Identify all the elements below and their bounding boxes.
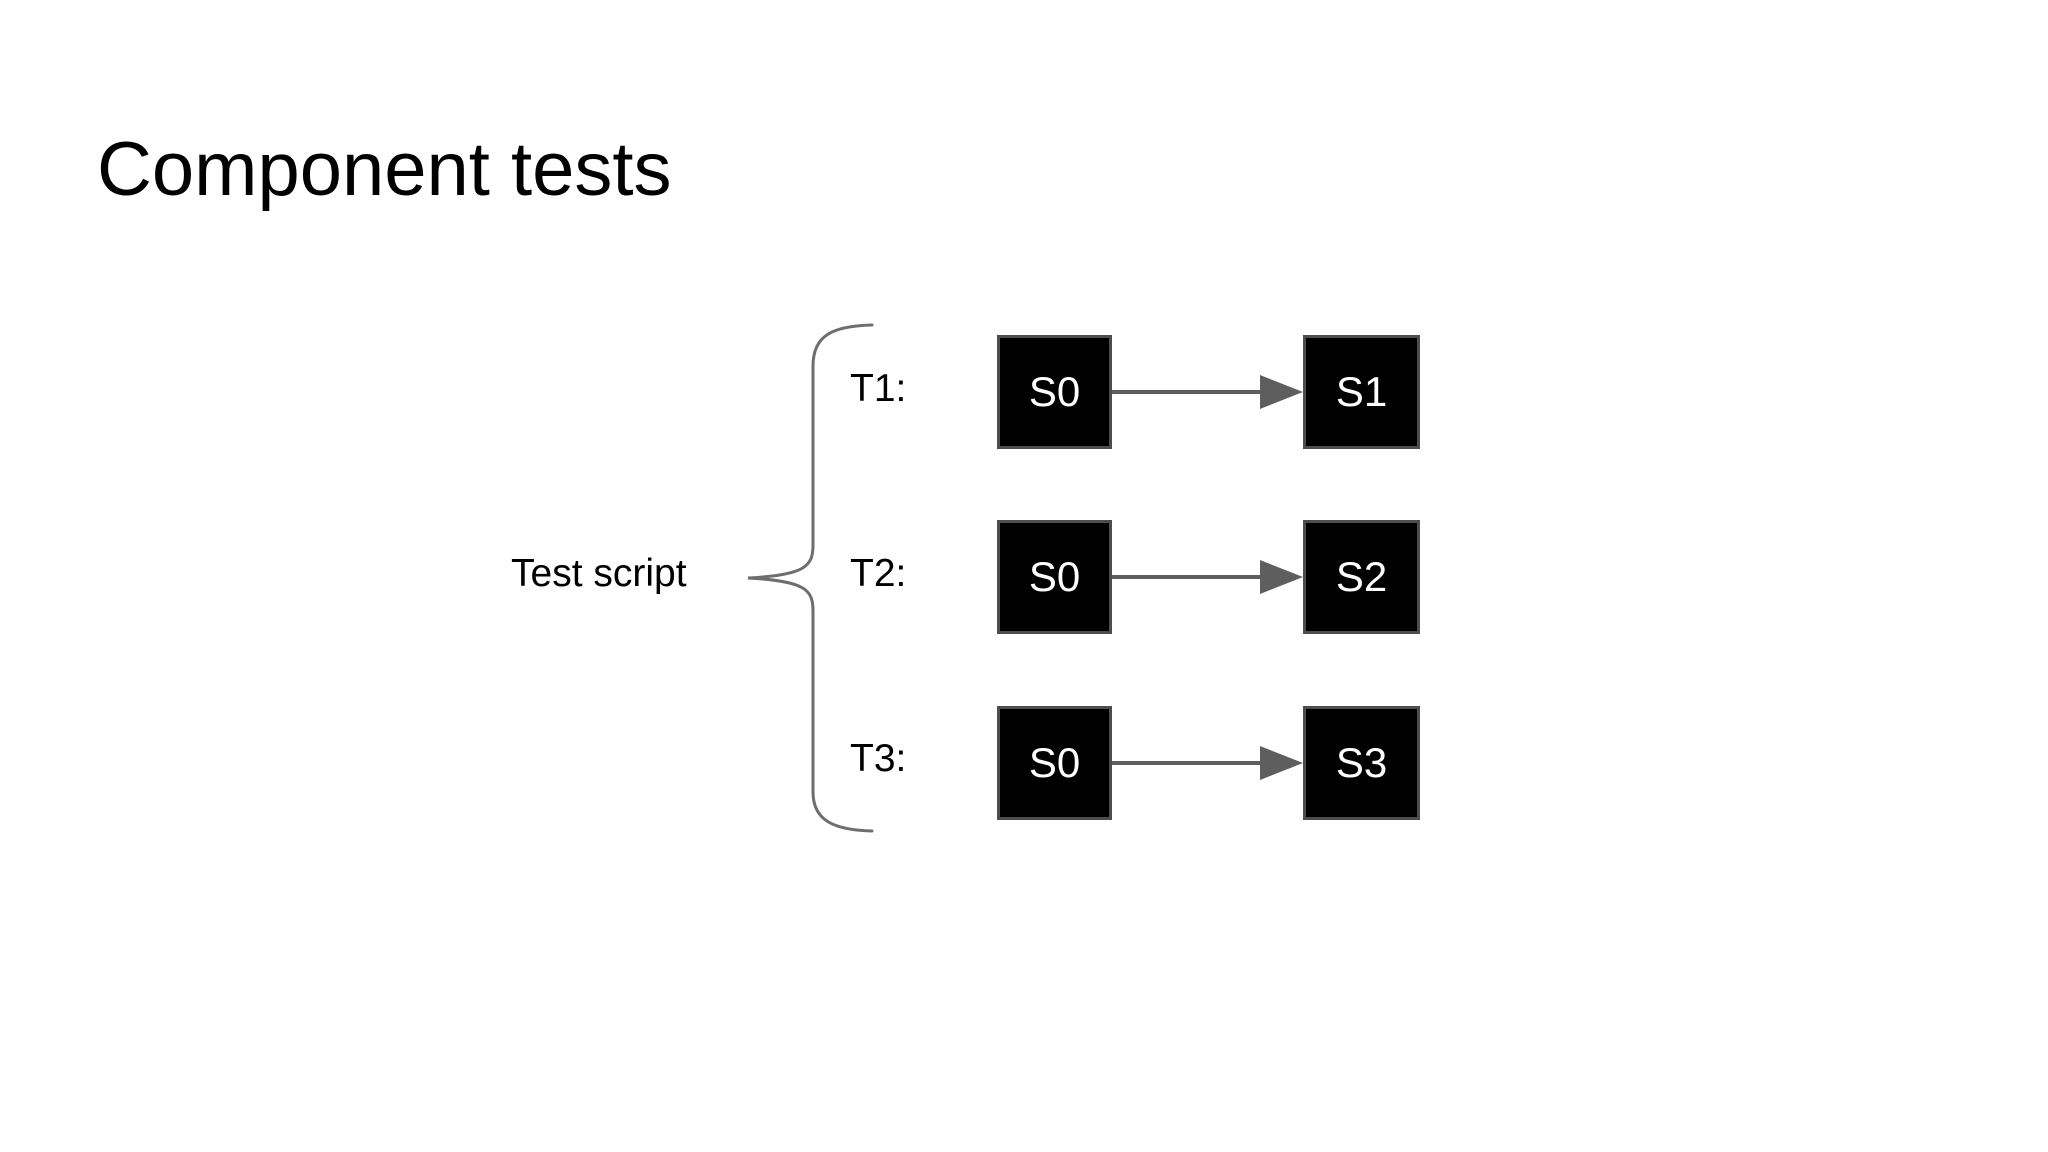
state-box-t3-from: S0 xyxy=(997,706,1112,820)
row-label-t3: T3: xyxy=(850,737,907,780)
state-box-t3-to-text: S3 xyxy=(1335,739,1388,786)
state-box-t1-from-text: S0 xyxy=(1028,368,1081,415)
state-box-t3-to: S3 xyxy=(1303,706,1420,820)
arrow-right-icon xyxy=(1112,746,1303,780)
state-box-t1-to-text: S1 xyxy=(1335,368,1388,415)
state-box-t1-from: S0 xyxy=(997,335,1112,449)
arrow-right-icon xyxy=(1112,375,1303,409)
row-label-t1: T1: xyxy=(850,367,907,410)
state-box-t1-to: S1 xyxy=(1303,335,1420,449)
arrow-head xyxy=(1260,560,1303,594)
arrow-head xyxy=(1260,375,1303,409)
state-box-t2-to-text: S2 xyxy=(1335,553,1388,600)
arrow-head xyxy=(1260,746,1303,780)
curly-brace-path xyxy=(747,323,874,833)
page-title: Component tests xyxy=(97,127,672,212)
state-box-t3-from-text: S0 xyxy=(1028,739,1081,786)
state-box-t2-from-text: S0 xyxy=(1028,553,1081,600)
test-script-label: Test script xyxy=(511,552,687,595)
state-box-t2-from: S0 xyxy=(997,520,1112,634)
arrow-right-icon xyxy=(1112,560,1303,594)
row-label-t2: T2: xyxy=(850,552,907,595)
curly-brace-icon xyxy=(747,323,874,833)
state-box-t2-to: S2 xyxy=(1303,520,1420,634)
